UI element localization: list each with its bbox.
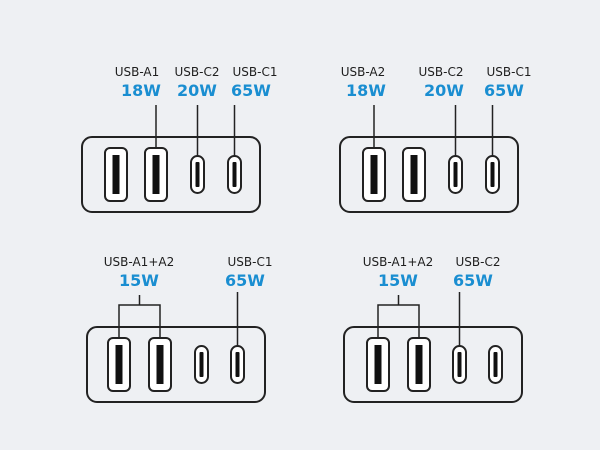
charger-body: [343, 326, 523, 403]
usb-a1-port: [107, 337, 131, 392]
usb-a1-port: [366, 337, 390, 392]
usb-a2-port: [148, 337, 172, 392]
usb-c2-port: [190, 155, 205, 194]
wattage-usb-c1: 65W: [231, 81, 271, 100]
label-usb-a2: USB-A2: [340, 65, 386, 79]
wattage-usb-c2: 20W: [424, 81, 464, 100]
wattage-usb-c2: 65W: [453, 271, 493, 290]
label-usb-a1: USB-A1: [114, 65, 160, 79]
usb-a2-port: [407, 337, 431, 392]
label-usb-c2: USB-C2: [455, 255, 501, 269]
usb-a1-port: [362, 147, 386, 202]
panel-top-left: [81, 105, 261, 213]
bracket-usb-a1-a2: [118, 295, 161, 338]
wattage-usb-c2: 20W: [177, 81, 217, 100]
wattage-usb-a1-a2: 15W: [378, 271, 418, 290]
panel-bottom-left: [86, 292, 266, 403]
usb-c1-port: [485, 155, 500, 194]
usb-c1-port: [488, 345, 503, 384]
label-usb-c2: USB-C2: [174, 65, 220, 79]
usb-c2-port: [194, 345, 209, 384]
wattage-usb-c1: 65W: [225, 271, 265, 290]
usb-c2-port: [448, 155, 463, 194]
label-usb-a1-a2: USB-A1+A2: [362, 255, 434, 269]
usb-a2-port: [402, 147, 426, 202]
charger-body: [86, 326, 266, 403]
label-usb-a1-a2: USB-A1+A2: [103, 255, 175, 269]
label-usb-c2: USB-C2: [418, 65, 464, 79]
usb-c2-port: [452, 345, 467, 384]
wattage-usb-a2: 18W: [346, 81, 386, 100]
label-usb-c1: USB-C1: [232, 65, 278, 79]
usb-c1-port: [230, 345, 245, 384]
charger-body: [339, 136, 519, 213]
panel-top-right: [339, 105, 519, 213]
usb-c1-port: [227, 155, 242, 194]
wattage-usb-c1: 65W: [484, 81, 524, 100]
panel-bottom-right: [343, 292, 523, 403]
wattage-usb-a1: 18W: [121, 81, 161, 100]
label-usb-c1: USB-C1: [486, 65, 532, 79]
label-usb-c1: USB-C1: [227, 255, 273, 269]
usb-a1-port: [104, 147, 128, 202]
wattage-usb-a1-a2: 15W: [119, 271, 159, 290]
bracket-usb-a1-a2: [377, 295, 420, 338]
charger-body: [81, 136, 261, 213]
usb-a2-port: [144, 147, 168, 202]
